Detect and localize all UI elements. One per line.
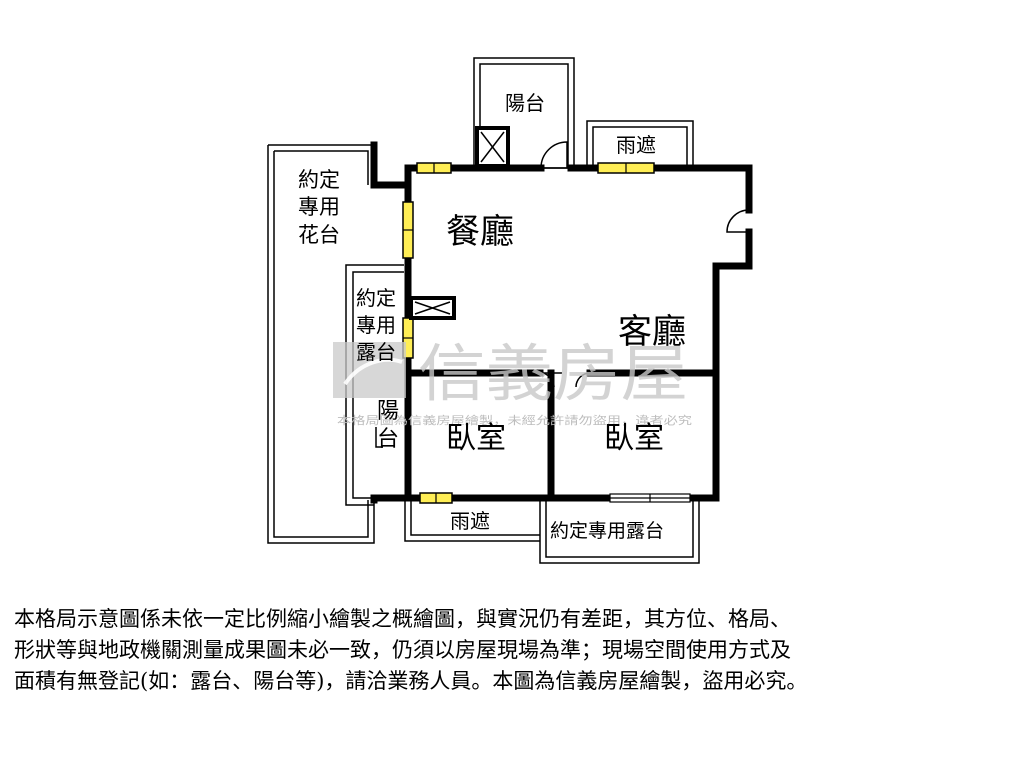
label-bottom-terrace: 約定專用露台 <box>550 520 664 542</box>
label-terrace-2: 專用 <box>356 313 396 337</box>
watermark-brand: 信義房屋 <box>418 337 688 410</box>
doors <box>539 141 750 388</box>
label-left-balcony-2: 台 <box>377 427 399 452</box>
bottom-canopy-outline <box>404 500 540 542</box>
wall-top-right <box>567 164 753 214</box>
door-balcony <box>540 141 568 169</box>
wall-top-left <box>370 141 545 189</box>
disclaimer-line-2: 形狀等與地政機關測量成果圖未必一致，仍須以房屋現場為準；現場空間使用方式及 <box>14 638 791 662</box>
wall-right <box>686 228 753 502</box>
watermark-notice: 本格局圖為信義房屋繪製，未經允許請勿盜用，違者必究 <box>337 413 692 427</box>
floor-plan: 信義房屋 本格局圖為信義房屋繪製，未經允許請勿盜用，違者必究 陽台 雨遮 約定 … <box>267 57 753 564</box>
label-living: 客廳 <box>618 312 686 352</box>
label-bedroom-right: 臥室 <box>604 421 664 456</box>
bottom-terrace-outline <box>539 500 700 564</box>
label-dining: 餐廳 <box>446 212 514 252</box>
labels: 陽台 雨遮 約定 專用 花台 餐廳 約定 專用 露台 客廳 陽 台 臥室 臥室 … <box>298 91 686 542</box>
label-terrace-1: 約定 <box>356 286 396 310</box>
wall-bottom <box>370 494 614 504</box>
door-bedroom-left <box>539 372 555 388</box>
sliding-window <box>609 493 691 503</box>
disclaimer-line-3: 面積有無登記(如：露台、陽台等)，請洽業務人員。本圖為信義房屋繪製，盜用必究。 <box>14 669 808 693</box>
walls <box>370 141 753 504</box>
label-top-canopy: 雨遮 <box>616 133 656 157</box>
label-planter-2: 專用 <box>298 195 340 219</box>
disclaimer: 本格局示意圖係未依一定比例縮小繪製之概繪圖，與實況仍有差距，其方位、格局、 形狀… <box>14 604 1014 697</box>
watermark-logo <box>333 342 406 398</box>
label-planter-1: 約定 <box>298 168 340 192</box>
label-planter-3: 花台 <box>298 223 340 247</box>
label-top-balcony: 陽台 <box>505 91 545 115</box>
disclaimer-line-1: 本格局示意圖係未依一定比例縮小繪製之概繪圖，與實況仍有差距，其方位、格局、 <box>14 607 791 631</box>
door-entrance <box>726 209 750 233</box>
label-bedroom-left: 臥室 <box>446 421 506 456</box>
label-terrace-3: 露台 <box>356 340 396 364</box>
door-bedroom-right <box>551 372 591 388</box>
label-left-balcony-1: 陽 <box>377 399 399 424</box>
label-bottom-canopy: 雨遮 <box>450 509 490 533</box>
watermark: 信義房屋 本格局圖為信義房屋繪製，未經允許請勿盜用，違者必究 <box>333 337 692 427</box>
